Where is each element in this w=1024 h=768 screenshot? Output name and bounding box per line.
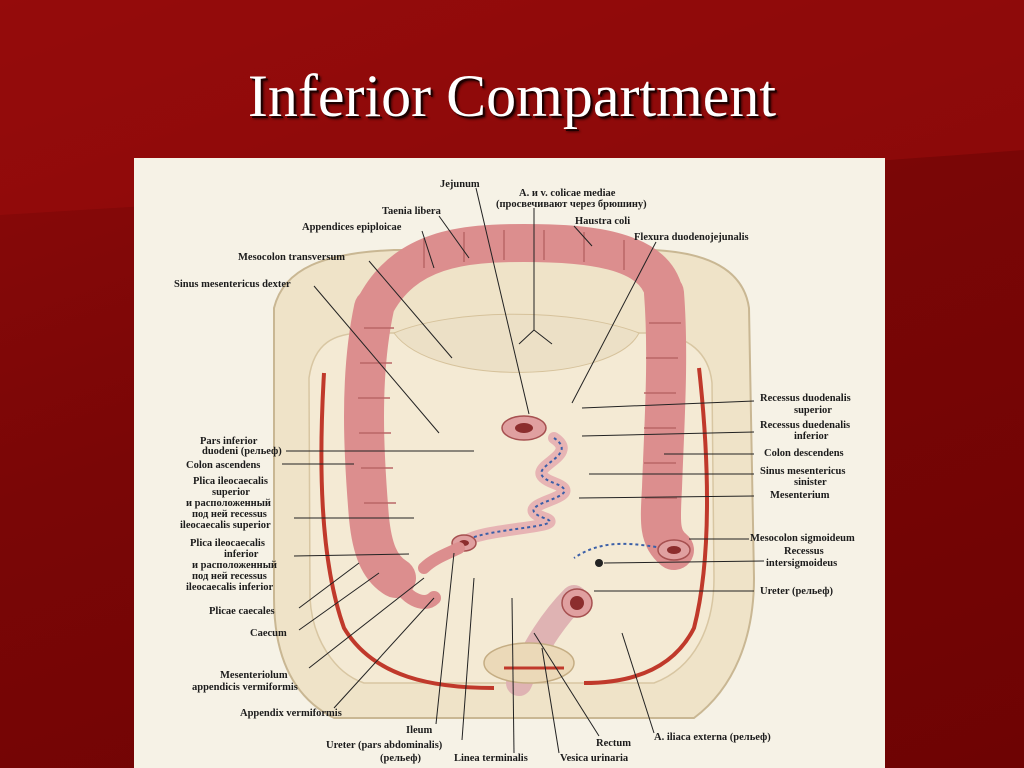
- anatomy-illustration: Jejunum A. и v. colicae mediae (просвечи…: [134, 158, 885, 768]
- label-plica-ileocaecalis-superior-5: ileocaecalis superior: [180, 520, 271, 531]
- label-caecum: Caecum: [250, 628, 287, 639]
- label-haustra-coli: Haustra coli: [575, 216, 630, 227]
- label-colicae-mediae-note: (просвечивают через брюшину): [496, 199, 647, 210]
- label-iliaca-externa: A. iliaca externa (рельеф): [654, 732, 771, 743]
- label-recessus-intersigmoideus-2: intersigmoideus: [766, 558, 837, 569]
- label-mesocolon-transversum: Mesocolon transversum: [238, 252, 345, 263]
- label-recessus-duodenalis-inferior-2: inferior: [794, 431, 829, 442]
- label-plica-ileocaecalis-superior-2: superior: [212, 487, 250, 498]
- label-plica-ileocaecalis-inferior: Plica ileocaecalis: [190, 538, 265, 549]
- label-colicae-mediae: A. и v. colicae mediae: [519, 188, 616, 199]
- label-sinus-mesentericus-sinister: Sinus mesentericus: [760, 466, 845, 477]
- label-colon-descendens: Colon descendens: [764, 448, 844, 459]
- label-pars-inferior-duodeni: Pars inferior: [200, 436, 258, 447]
- label-mesenteriolum: Mesenteriolum: [220, 670, 288, 681]
- label-vesica-urinaria: Vesica urinaria: [560, 753, 629, 764]
- label-colon-ascendens: Colon ascendens: [186, 460, 260, 471]
- anatomy-drawing: Jejunum A. и v. colicae mediae (просвечи…: [174, 179, 855, 764]
- label-jejunum: Jejunum: [440, 179, 480, 190]
- label-sinus-mesentericus-dexter: Sinus mesentericus dexter: [174, 279, 291, 290]
- label-appendix-vermiformis: Appendix vermiformis: [240, 708, 342, 719]
- label-rectum: Rectum: [596, 738, 631, 749]
- label-plica-ileocaecalis-superior: Plica ileocaecalis: [193, 476, 268, 487]
- label-sinus-mesentericus-sinister-2: sinister: [794, 477, 827, 488]
- label-ileum: Ileum: [406, 725, 433, 736]
- label-recessus-intersigmoideus: Recessus: [784, 546, 824, 557]
- label-recessus-duodenalis-superior-2: superior: [794, 405, 832, 416]
- label-pars-inferior-duodeni-2: duodeni (рельеф): [202, 446, 282, 457]
- label-taenia-libera: Taenia libera: [382, 206, 442, 217]
- label-ureter-abdominalis: Ureter (pars abdominalis): [326, 740, 443, 751]
- label-recessus-duodenalis-inferior: Recessus duedenalis: [760, 420, 850, 431]
- label-mesenteriolum-2: appendicis vermiformis: [192, 682, 298, 693]
- label-plica-ileocaecalis-inferior-4: под ней recessus: [192, 571, 267, 582]
- slide-title: Inferior Compartment: [247, 63, 777, 129]
- label-plica-ileocaecalis-superior-3: и расположенный: [186, 498, 271, 509]
- label-recessus-duodenalis-superior: Recessus duodenalis: [760, 393, 851, 404]
- label-plica-ileocaecalis-inferior-5: ileocaecalis inferior: [186, 582, 274, 593]
- label-linea-terminalis: Linea terminalis: [454, 753, 528, 764]
- label-plica-ileocaecalis-inferior-3: и расположенный: [192, 560, 277, 571]
- label-ureter-abdominalis-2: (рельеф): [380, 753, 421, 764]
- label-plica-ileocaecalis-superior-4: под ней recessus: [192, 509, 267, 520]
- label-mesocolon-sigmoideum: Mesocolon sigmoideum: [750, 533, 855, 544]
- label-appendices-epiploicae: Appendices epiploicae: [302, 222, 402, 233]
- label-ureter-relief: Ureter (рельеф): [760, 586, 833, 597]
- label-mesenterium: Mesenterium: [770, 490, 830, 501]
- label-plicae-caecales: Plicae caecales: [209, 606, 275, 617]
- label-flexura-duodenojejunalis: Flexura duodenojejunalis: [634, 232, 749, 243]
- label-plica-ileocaecalis-inferior-2: inferior: [224, 549, 259, 560]
